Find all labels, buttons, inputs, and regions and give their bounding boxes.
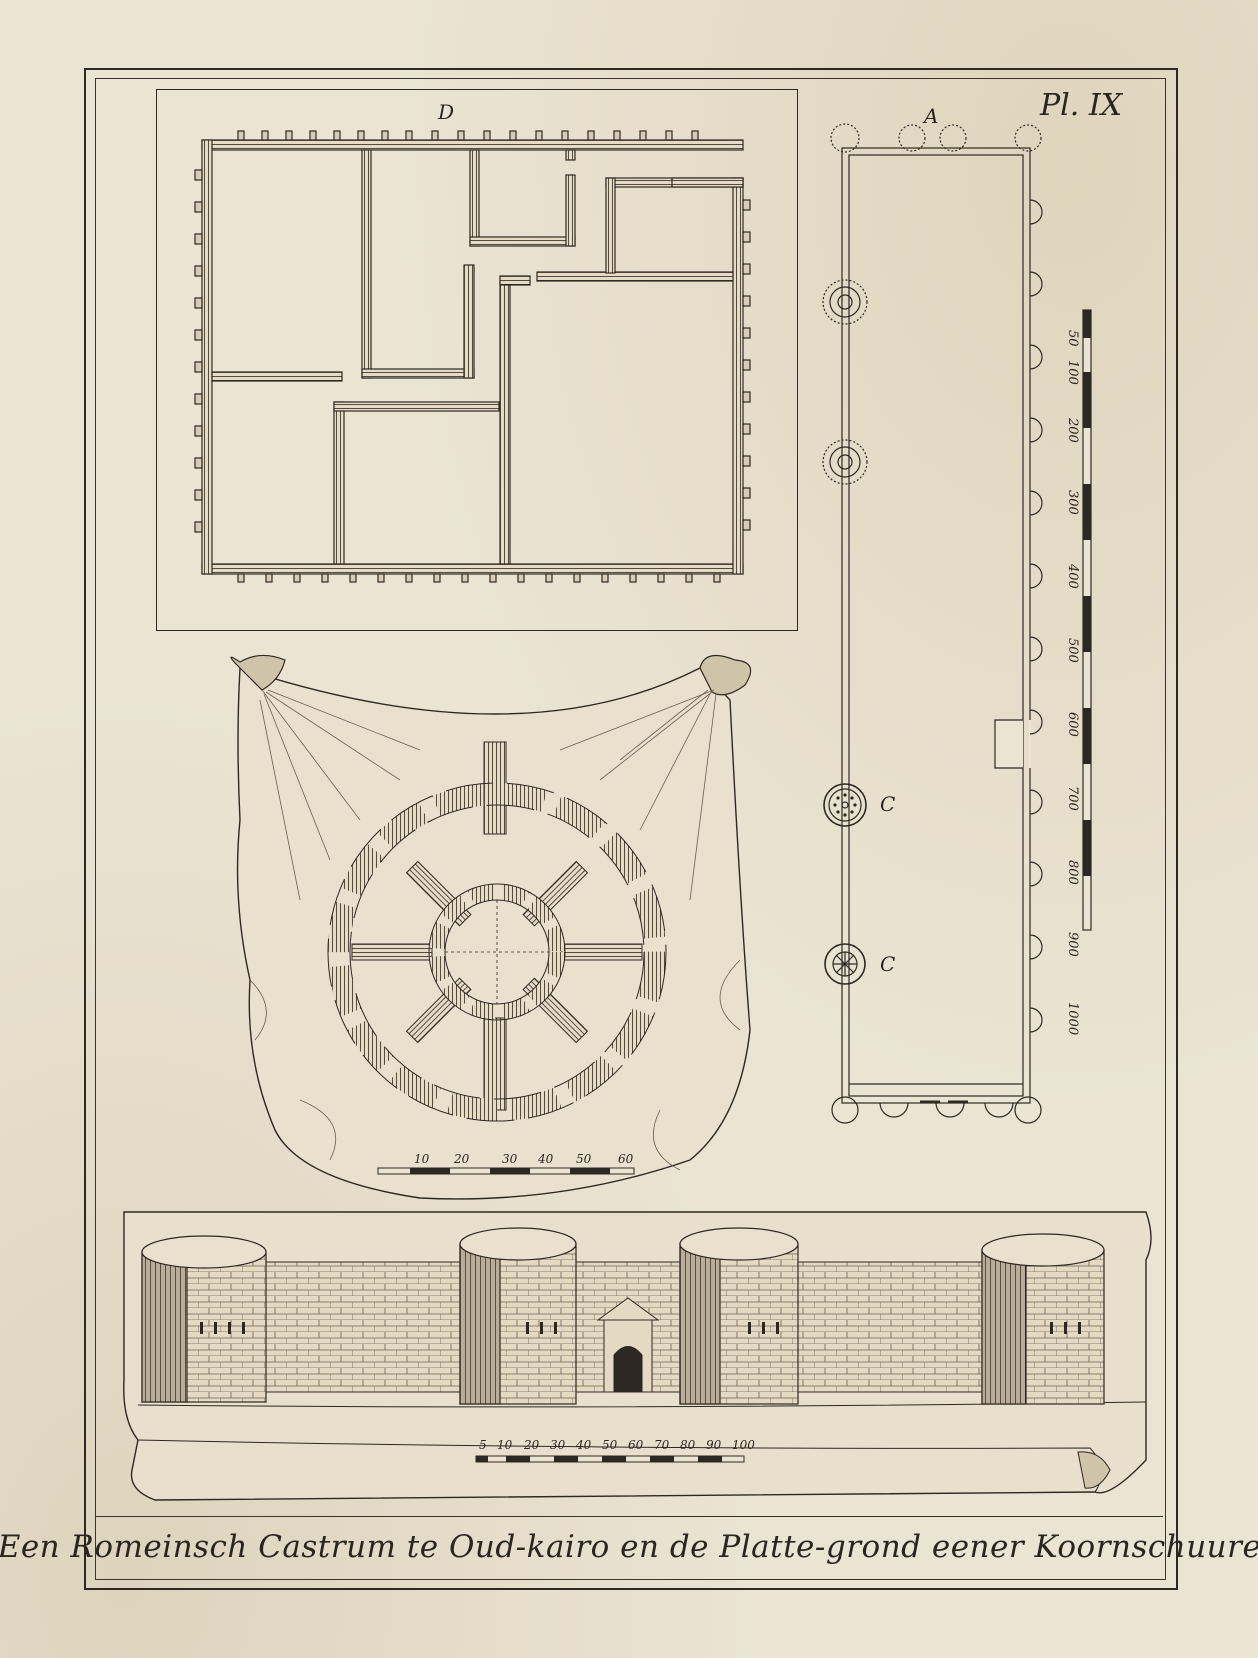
c-scale-20: 20 [454, 1152, 470, 1166]
b-scale-70: 70 [654, 1438, 670, 1452]
b-scale-5: 5 [479, 1438, 487, 1452]
c-scale-30: 30 [502, 1152, 518, 1166]
b-scale-100: 100 [732, 1438, 755, 1452]
b-scale-30: 30 [550, 1438, 566, 1452]
b-scale-60: 60 [628, 1438, 644, 1452]
b-scale-90: 90 [706, 1438, 722, 1452]
figure-a-c-marker-1: C [880, 792, 896, 816]
c-scale-60: 60 [618, 1152, 634, 1166]
c-scale-40: 40 [538, 1152, 554, 1166]
figure-a-c-marker-2: C [880, 952, 896, 976]
figure-d-frame [156, 89, 798, 631]
b-scale-40: 40 [576, 1438, 592, 1452]
caption-rule [96, 1516, 1163, 1517]
granary-wheel [327, 741, 667, 1122]
b-scale-20: 20 [524, 1438, 540, 1452]
plate-caption: Een Romeinsch Castrum te Oud-kairo en de… [0, 1529, 1258, 1565]
b-scale-10: 10 [497, 1438, 513, 1452]
figure-d-label: D [438, 100, 455, 124]
b-scale-50: 50 [602, 1438, 618, 1452]
figure-a-label: A [924, 104, 939, 128]
c-scale-50: 50 [576, 1152, 592, 1166]
plate-number: Pl. IX [1040, 88, 1123, 123]
outer-border [84, 68, 1178, 1590]
c-scale-10: 10 [414, 1152, 430, 1166]
inner-border [95, 78, 1166, 1580]
b-scale-80: 80 [680, 1438, 696, 1452]
